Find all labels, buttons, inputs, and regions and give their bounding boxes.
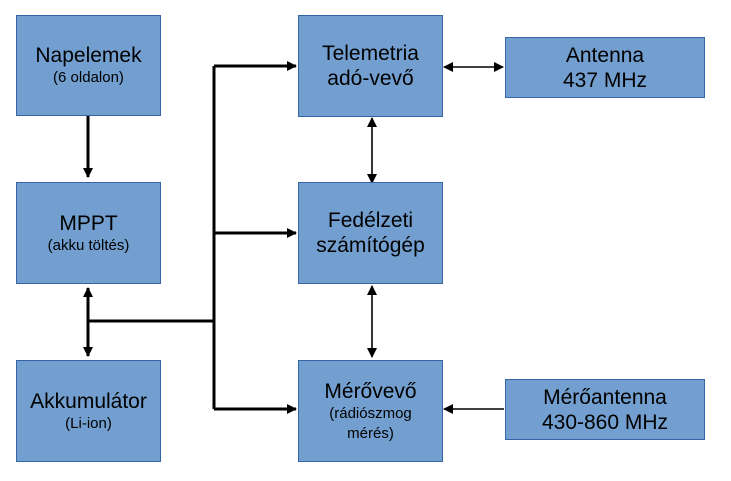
block-subtitle: (Li-ion) xyxy=(65,414,112,432)
block-subtitle: (rádiószmog xyxy=(329,404,412,422)
block-measurement-receiver: Mérővevő (rádiószmog mérés) xyxy=(298,360,443,462)
block-subtitle: adó-vevő xyxy=(327,67,414,90)
block-battery: Akkumulátor (Li-ion) xyxy=(16,360,161,462)
block-subtitle: (akku töltés) xyxy=(47,236,130,254)
block-solar-panels: Napelemek (6 oldalon) xyxy=(16,15,161,116)
block-antenna: Antenna 437 MHz xyxy=(505,37,705,98)
block-title: Akkumulátor xyxy=(30,389,147,413)
block-subtitle-line2: mérés) xyxy=(347,424,394,442)
block-telemetry-transceiver: Telemetria adó-vevő xyxy=(298,15,443,117)
block-subtitle: 430-860 MHz xyxy=(541,410,669,434)
block-measurement-antenna: Mérőantenna 430-860 MHz xyxy=(505,379,705,440)
block-title: Mérővevő xyxy=(324,379,417,403)
block-subtitle: számítógép xyxy=(316,234,425,257)
block-title: Fedélzeti xyxy=(327,209,414,232)
block-subtitle: 437 MHz xyxy=(562,68,648,92)
block-onboard-computer: Fedélzeti számítógép xyxy=(298,182,443,284)
block-title: Telemetria xyxy=(322,42,419,65)
block-title: MPPT xyxy=(59,211,118,235)
block-title: Antenna xyxy=(565,43,645,67)
block-mppt: MPPT (akku töltés) xyxy=(16,182,161,284)
block-subtitle: (6 oldalon) xyxy=(53,69,124,86)
block-title: Napelemek xyxy=(35,44,142,67)
block-title: Mérőantenna xyxy=(543,385,667,409)
